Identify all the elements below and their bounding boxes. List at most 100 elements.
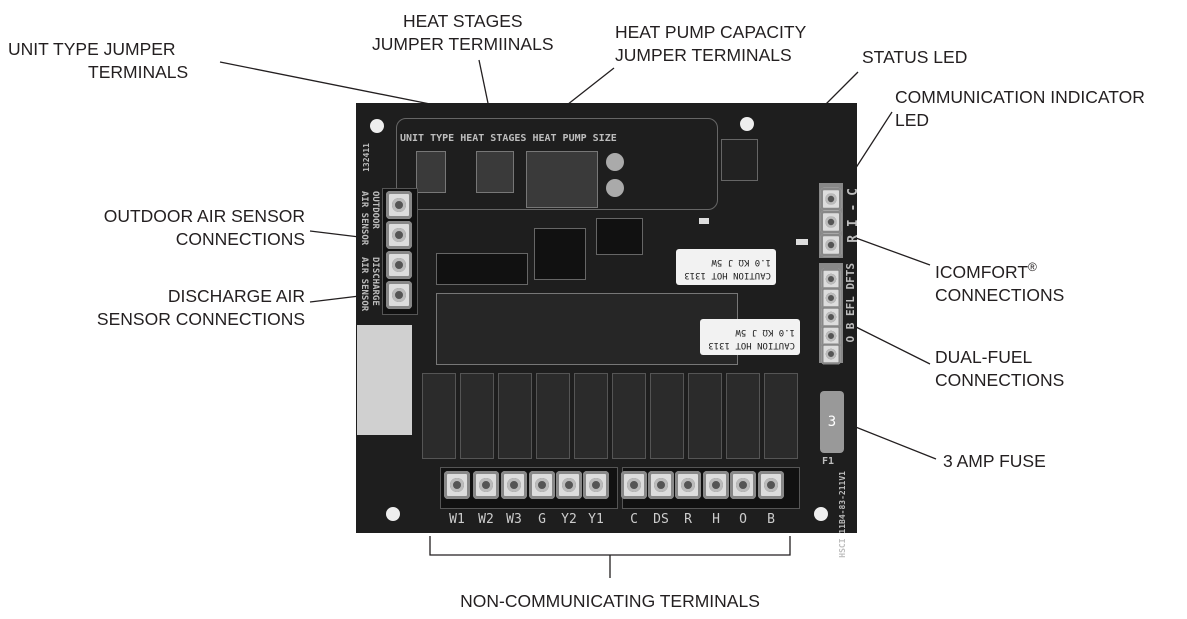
callout-heat-pump-capacity: HEAT PUMP CAPACITY JUMPER TERMINALS <box>615 21 806 67</box>
relay <box>726 373 760 459</box>
terminal-label: C <box>630 512 638 527</box>
icomfort-terminal-i-minus[interactable] <box>820 233 842 257</box>
terminal-g[interactable] <box>529 471 555 499</box>
registered-mark: ® <box>1028 260 1037 274</box>
relay <box>498 373 532 459</box>
callout-dual-fuel: DUAL-FUEL CONNECTIONS <box>935 346 1064 392</box>
relay <box>422 373 456 459</box>
callout-line: CONNECTIONS <box>175 229 305 249</box>
icomfort-terminal-i-plus[interactable] <box>820 210 842 234</box>
outdoor-air-terminal-2[interactable] <box>386 221 412 249</box>
dual-fuel-terminal[interactable] <box>821 306 841 328</box>
callout-line: JUMPER TERMINALS <box>615 45 792 65</box>
mounting-hole <box>386 507 400 521</box>
terminal-h[interactable] <box>703 471 729 499</box>
icomfort-terminal-r[interactable] <box>820 187 842 211</box>
terminal-w3[interactable] <box>501 471 527 499</box>
terminal-w1[interactable] <box>444 471 470 499</box>
terminal-o[interactable] <box>730 471 756 499</box>
callout-unit-type: UNIT TYPE JUMPER TERMINALS <box>8 38 188 84</box>
callout-line: HEAT PUMP CAPACITY <box>615 22 807 42</box>
part-line: 11B4-83-211V1 <box>838 471 847 534</box>
component-area <box>436 293 738 365</box>
callout-line: UNIT TYPE JUMPER <box>8 39 176 59</box>
capacitor <box>606 153 624 171</box>
terminal-b[interactable] <box>758 471 784 499</box>
callout-communication-led: COMMUNICATION INDICATOR LED <box>895 86 1145 132</box>
callout-line: SENSOR CONNECTIONS <box>96 309 305 329</box>
unit-type-jumper[interactable] <box>416 151 446 193</box>
dual-fuel-terminal[interactable] <box>821 325 841 347</box>
capacitor <box>606 179 624 197</box>
callout-heat-stages: HEAT STAGES JUMPER TERMIINALS <box>372 10 554 56</box>
ic-chip <box>596 218 643 255</box>
part-number: HSCI 11B4-83-211V1 <box>838 471 847 558</box>
dual-fuel-terminal[interactable] <box>821 287 841 309</box>
heat-pump-capacity-jumper[interactable] <box>526 151 598 208</box>
fuse-ref: F1 <box>822 456 835 467</box>
relay <box>574 373 608 459</box>
board-number: 132411 <box>362 143 371 172</box>
callout-line: TERMINALS <box>88 62 189 82</box>
dual-fuel-terminal[interactable] <box>821 268 841 290</box>
terminal-y2[interactable] <box>556 471 582 499</box>
callout-fuse: 3 AMP FUSE <box>943 451 1046 471</box>
terminal-r[interactable] <box>675 471 701 499</box>
dual-fuel-terminal[interactable] <box>821 343 841 365</box>
callout-line: OUTDOOR AIR SENSOR <box>103 206 305 226</box>
silk-line: OUTDOOR <box>370 191 380 229</box>
callout-text: ICOMFORT <box>935 261 1029 282</box>
terminal-label: H <box>712 512 720 527</box>
leader-heat-stages <box>478 59 490 109</box>
outdoor-air-terminal-1[interactable] <box>386 191 412 219</box>
resistor-text: 1.0 KΩ J 5W <box>711 257 771 267</box>
heat-stages-jumper[interactable] <box>476 151 514 193</box>
relay <box>688 373 722 459</box>
callout-status-led: STATUS LED <box>862 47 968 67</box>
terminal-c[interactable] <box>621 471 647 499</box>
terminal-label: W1 <box>449 512 465 527</box>
callout-line: CONNECTIONS <box>935 370 1065 390</box>
mounting-hole <box>370 119 384 133</box>
label-patch <box>357 325 412 435</box>
terminal-label: B <box>767 512 775 527</box>
resistor-text: CAUTION HOT 1313 <box>708 340 795 350</box>
callout-line: LED <box>895 110 930 130</box>
discharge-air-terminal-1[interactable] <box>386 251 412 279</box>
terminal-y1[interactable] <box>583 471 609 499</box>
terminal-label: G <box>538 512 546 527</box>
terminal-label: W2 <box>478 512 494 527</box>
communication-led <box>796 239 808 245</box>
silk-line: AIR SENSOR <box>359 191 369 246</box>
callout-line: DISCHARGE AIR <box>167 286 305 306</box>
relay <box>612 373 646 459</box>
relay <box>650 373 684 459</box>
relay <box>460 373 494 459</box>
leader-unit-type <box>219 61 431 105</box>
terminal-ds[interactable] <box>648 471 674 499</box>
part-line: HSCI <box>838 538 847 558</box>
callout-discharge-air: DISCHARGE AIR SENSOR CONNECTIONS <box>97 285 305 331</box>
terminal-w2[interactable] <box>473 471 499 499</box>
callout-non-communicating: NON-COMMUNICATING TERMINALS <box>460 591 760 611</box>
callout-line: COMMUNICATION INDICATOR <box>895 87 1145 107</box>
terminal-label: Y1 <box>588 512 604 527</box>
header-silkscreen: UNIT TYPE HEAT STAGES HEAT PUMP SIZE <box>400 133 617 144</box>
fuse[interactable]: 3 <box>820 391 844 453</box>
silk-line: AIR SENSOR <box>359 257 369 312</box>
silk-line: DISCHARGE <box>370 257 380 306</box>
callout-icomfort: ICOMFORT® CONNECTIONS <box>935 256 1064 307</box>
status-led <box>699 218 709 224</box>
callout-line: CONNECTIONS <box>935 284 1065 305</box>
resistor-text: CAUTION HOT 1313 <box>684 270 771 280</box>
callout-line: HEAT STAGES <box>402 11 523 31</box>
icomfort-silkscreen: R I - C <box>846 188 861 243</box>
bracket-non-communicating <box>429 536 791 556</box>
terminal-label: R <box>684 512 692 527</box>
ic-chip <box>436 253 528 285</box>
discharge-air-terminal-2[interactable] <box>386 281 412 309</box>
dual-fuel-silkscreen: O B EFL DFTS <box>844 263 857 343</box>
